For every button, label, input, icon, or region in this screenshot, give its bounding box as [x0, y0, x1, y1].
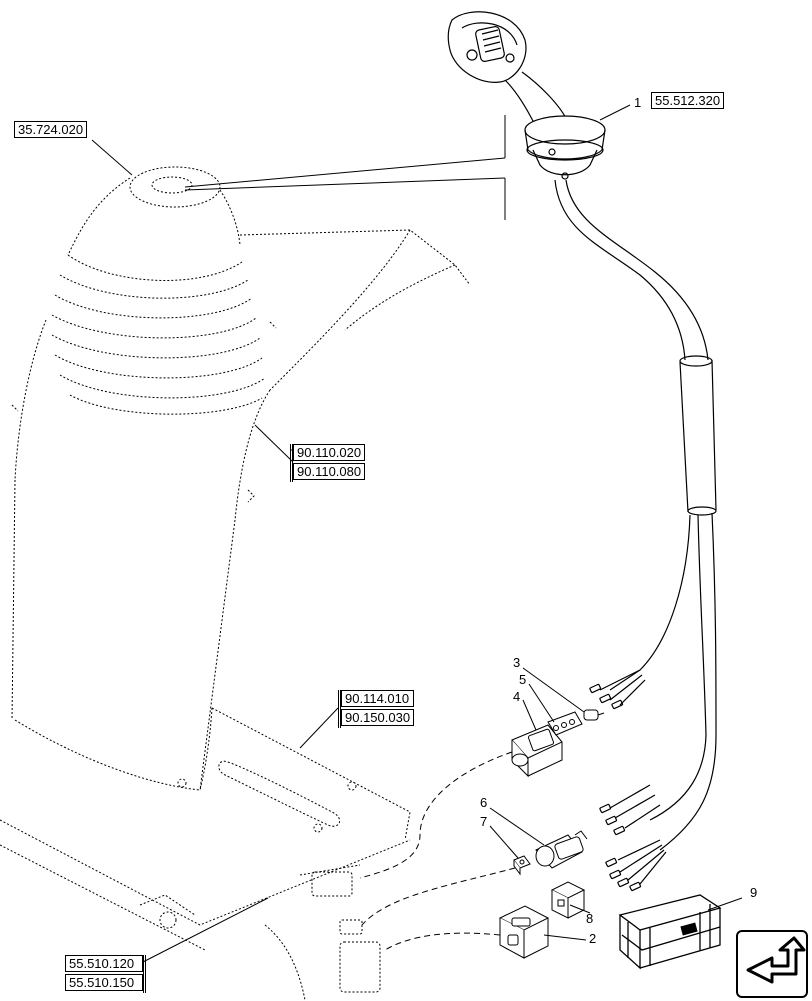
ref-stack-90-110: 90.110.020 90.110.080	[290, 444, 366, 482]
item-number-1: 1	[634, 95, 642, 110]
joystick-lever	[447, 11, 717, 892]
item-number-6: 6	[480, 795, 488, 810]
part-4-connector-housing	[511, 724, 563, 778]
item-number-5: 5	[519, 672, 527, 687]
item-number-3: 3	[513, 655, 521, 670]
part-5-cable-seal	[547, 711, 583, 736]
ref-90-150-030[interactable]: 90.150.030	[341, 709, 415, 726]
part-8-terminal-lock	[550, 881, 586, 919]
item-leaders	[489, 104, 743, 941]
part-7-lock	[513, 855, 531, 876]
boot-to-lever-leaders	[184, 115, 506, 220]
ref-stack-90-114: 90.114.010 90.150.030	[338, 690, 415, 728]
part-3-seal	[583, 709, 605, 721]
connection-paths	[359, 751, 516, 951]
ref-35-724-020[interactable]: 35.724.020	[14, 121, 88, 138]
console-housing-outline	[0, 166, 471, 1000]
ref-55-510-120[interactable]: 55.510.120	[65, 955, 143, 972]
item-number-4: 4	[513, 689, 521, 704]
turn-page-arrow-icon[interactable]	[736, 930, 808, 998]
part-6-connector	[535, 830, 588, 869]
item-number-2: 2	[589, 931, 597, 946]
ref-90-110-020[interactable]: 90.110.020	[293, 444, 366, 461]
item-number-7: 7	[480, 814, 488, 829]
ref-90-114-010[interactable]: 90.114.010	[341, 690, 415, 707]
ref-55-510-150[interactable]: 55.510.150	[65, 974, 143, 991]
item-number-9: 9	[750, 885, 758, 900]
ref-stack-55-510: 55.510.120 55.510.150	[65, 955, 146, 993]
ref-55-512-320[interactable]: 55.512.320	[651, 92, 725, 109]
reference-leaders	[91, 139, 339, 963]
item-number-8: 8	[586, 911, 594, 926]
part-9-kit-box	[618, 894, 722, 970]
part-2-connector-block	[498, 905, 550, 959]
ref-90-110-080[interactable]: 90.110.080	[293, 463, 366, 480]
